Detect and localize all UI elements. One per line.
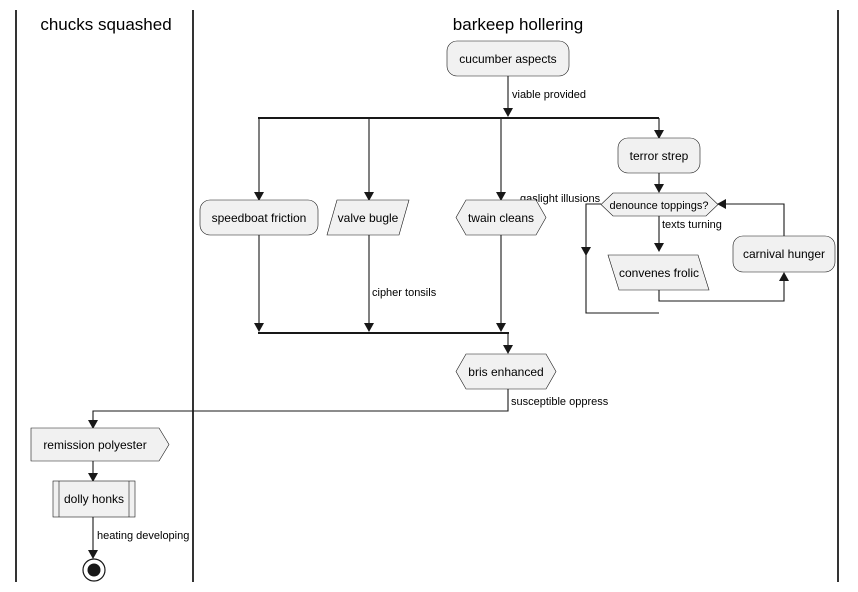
action-label: carnival hunger bbox=[743, 247, 825, 261]
subprocess-dolly-honks bbox=[52, 480, 136, 518]
action-label: terror strep bbox=[630, 149, 689, 163]
lane-title-chucks-squashed: chucks squashed bbox=[40, 15, 171, 34]
arrowhead bbox=[654, 243, 664, 252]
edge-label-viable-provided: viable provided bbox=[512, 89, 586, 101]
arrowhead bbox=[654, 130, 664, 139]
edge-label-texts-turning: texts turning bbox=[662, 219, 722, 231]
action-label: valve bugle bbox=[338, 211, 399, 225]
arrowhead bbox=[654, 184, 664, 193]
arrowhead bbox=[496, 192, 506, 201]
arrowhead bbox=[364, 323, 374, 332]
edge-carnival-to-decision bbox=[722, 203, 785, 236]
arrowhead bbox=[88, 420, 98, 429]
edge-label-heating-developing: heating developing bbox=[97, 530, 189, 542]
signal-remission-polyester bbox=[30, 427, 170, 462]
arrowhead bbox=[254, 192, 264, 201]
action-label: dolly honks bbox=[64, 492, 124, 506]
action-label: convenes frolic bbox=[619, 266, 699, 280]
action-twain-cleans bbox=[455, 199, 547, 236]
action-label: twain cleans bbox=[468, 211, 534, 225]
edge-convenes-to-carnival bbox=[658, 277, 785, 302]
edge-bris-to-remission bbox=[92, 389, 509, 424]
lane-title-barkeep-hollering: barkeep hollering bbox=[453, 15, 583, 34]
end-node-outer bbox=[82, 558, 106, 582]
edge-decision-exit bbox=[585, 203, 659, 314]
action-label: remission polyester bbox=[43, 438, 146, 452]
arrowhead bbox=[88, 473, 98, 482]
input-convenes-frolic bbox=[607, 254, 710, 291]
action-carnival-hunger bbox=[732, 235, 836, 273]
input-valve-bugle bbox=[326, 199, 410, 236]
end-node-inner bbox=[87, 563, 101, 577]
action-terror-strep bbox=[617, 137, 701, 174]
action-speedboat-friction bbox=[199, 199, 319, 236]
arrowhead bbox=[503, 108, 513, 117]
arrowhead bbox=[496, 323, 506, 332]
action-label: speedboat friction bbox=[212, 211, 307, 225]
arrowhead bbox=[88, 550, 98, 559]
arrowhead bbox=[254, 323, 264, 332]
action-bris-enhanced bbox=[455, 353, 557, 390]
arrowhead bbox=[779, 272, 789, 281]
decision-label: denounce toppings? bbox=[609, 200, 708, 212]
action-label: cucumber aspects bbox=[459, 52, 556, 66]
decision-denounce-toppings bbox=[600, 192, 719, 217]
arrowhead bbox=[364, 192, 374, 201]
edge-label-cipher-tonsils: cipher tonsils bbox=[372, 287, 437, 299]
action-label: bris enhanced bbox=[468, 365, 543, 379]
edge-label-gaslight-illusions: gaslight illusions bbox=[520, 193, 601, 205]
arrowhead bbox=[717, 199, 726, 209]
arrowhead bbox=[581, 247, 591, 256]
edge-label-susceptible-oppress: susceptible oppress bbox=[511, 396, 609, 408]
arrowhead bbox=[503, 345, 513, 354]
action-cucumber-aspects bbox=[446, 40, 570, 77]
